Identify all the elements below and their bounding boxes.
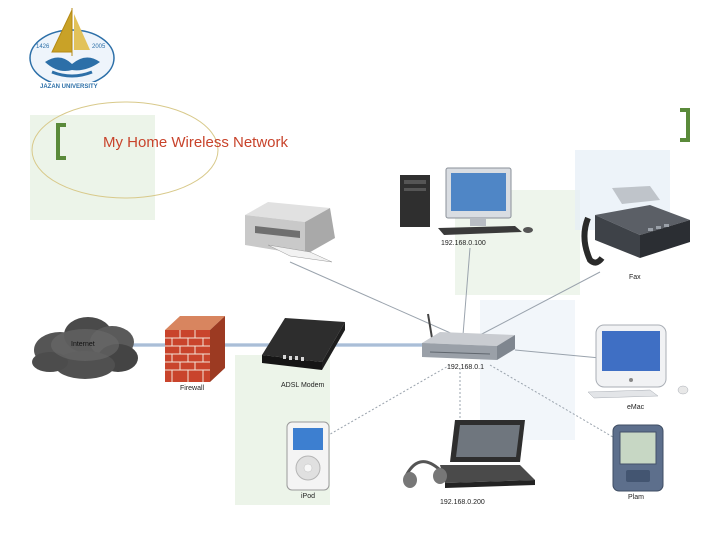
laptop-icon (440, 420, 535, 488)
modem-label: ADSL Modem (281, 382, 325, 389)
right-bracket (680, 108, 690, 142)
router-icon (422, 313, 515, 360)
emac-computer-icon (587, 324, 689, 399)
wireless-link (489, 364, 619, 441)
laptop-label: 192.168.0.200 (440, 499, 485, 506)
firewall-label: Firewall (180, 385, 205, 392)
emac-label: eMac (627, 404, 645, 411)
left-bracket (56, 123, 66, 160)
headphones-icon (403, 460, 447, 488)
fax-icon (581, 186, 690, 266)
logo-year-left: 1426 (36, 44, 50, 50)
bg-tint (480, 300, 575, 440)
page-title: My Home Wireless Network (103, 134, 289, 151)
wired-link-printer (289, 261, 456, 336)
wired-link-fax (479, 271, 601, 336)
router-label: 192.168.0.1 (447, 364, 484, 371)
fax-label: Fax (629, 274, 641, 281)
desktop-label: 192.168.0.100 (441, 240, 486, 247)
university-logo (29, 8, 115, 96)
wired-link-emac (514, 349, 601, 359)
desktop-computer-icon (400, 167, 533, 235)
palm-device-icon (612, 424, 664, 492)
palm-label: Plam (628, 494, 644, 501)
ipod-label: iPod (301, 493, 316, 500)
ipod-icon (286, 421, 330, 491)
printer-icon (245, 202, 335, 263)
cloud-icon (32, 317, 138, 379)
logo-year-right: 2005 (92, 44, 106, 50)
modem-icon (262, 318, 345, 370)
firewall-icon (165, 316, 225, 382)
logo-org-name: JAZAN UNIVERSITY (40, 84, 98, 90)
bg-tint (30, 115, 155, 220)
internet-label: Internet (71, 341, 95, 348)
title-ellipse (31, 101, 219, 199)
wired-link-desktop (462, 247, 471, 336)
wireless-link (319, 364, 451, 441)
